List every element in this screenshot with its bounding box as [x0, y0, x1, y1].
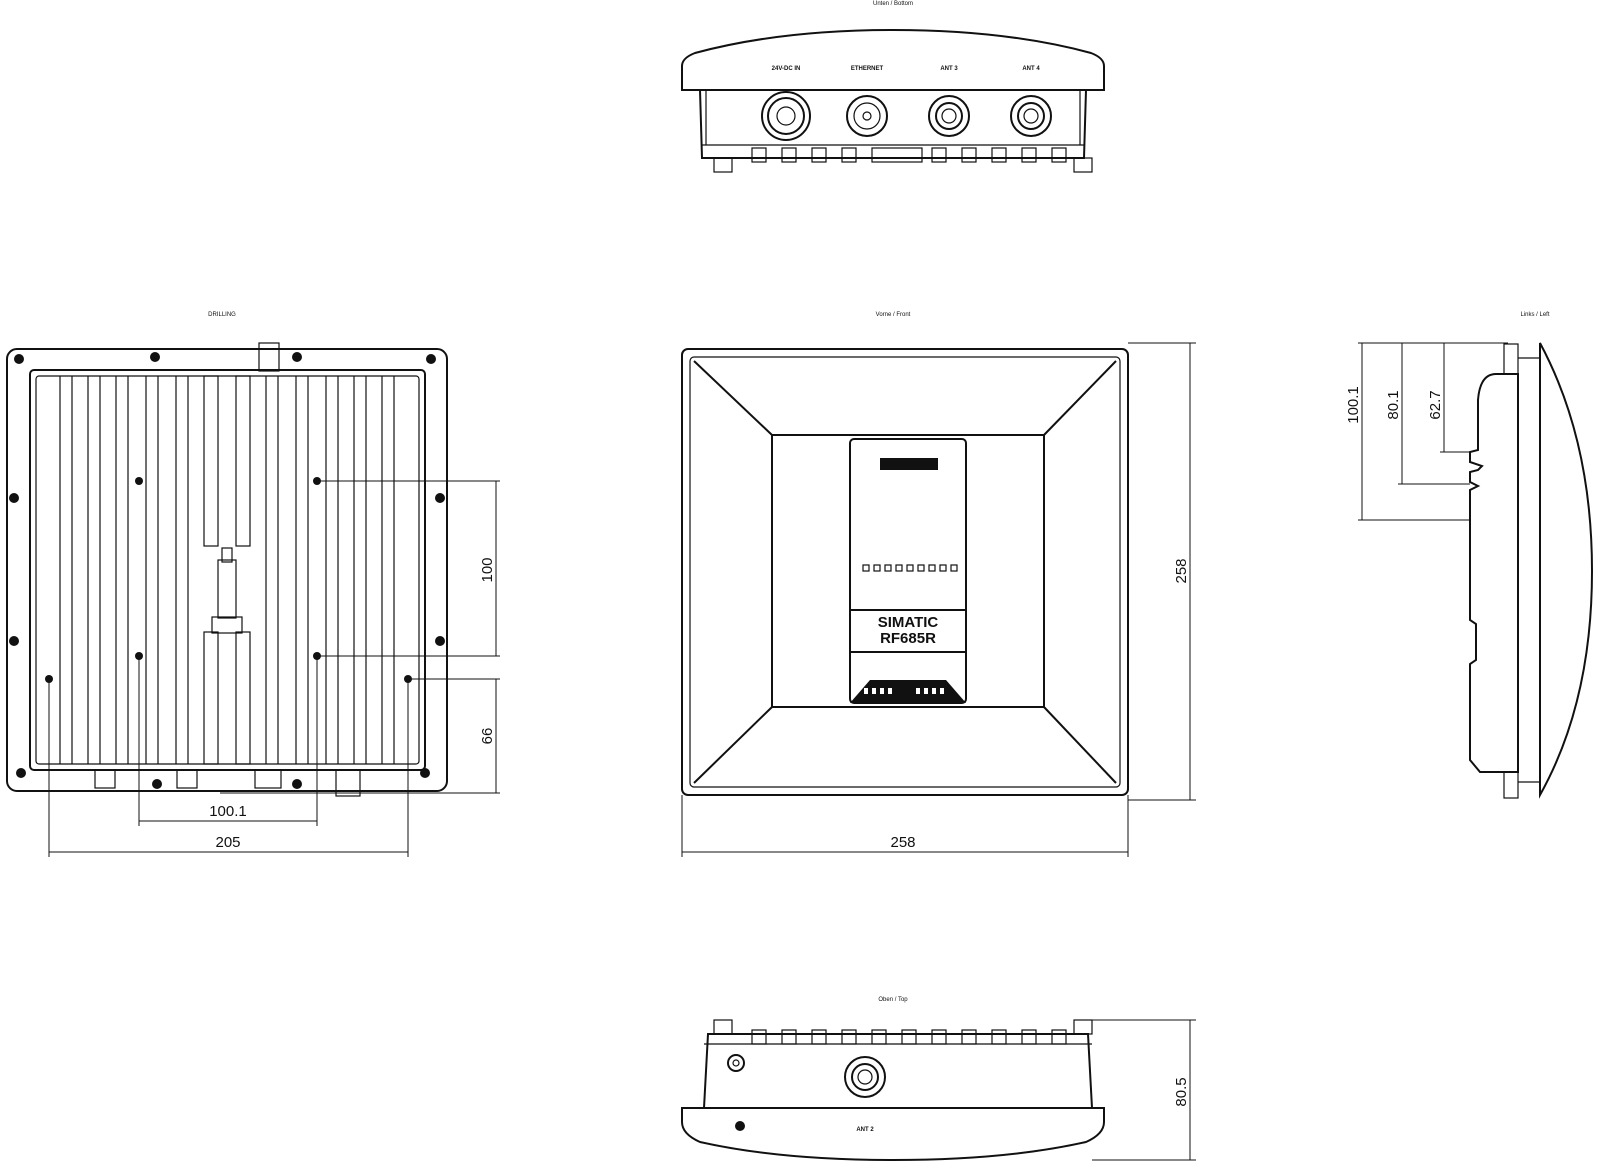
connector-ant2 [844, 1056, 886, 1098]
dim-front-width: 258 [890, 834, 915, 851]
port-label-ant3: ANT 3 [940, 66, 958, 72]
dim-side-a: 100.1 [1345, 386, 1362, 424]
left-view: Links / Left 100.1 80.1 62.7 [1345, 312, 1594, 799]
dim-side-b: 80.1 [1385, 390, 1402, 419]
dim-drill-horizontal-outer: 205 [215, 834, 240, 851]
connector-power [761, 91, 811, 141]
dim-drill-horizontal-inner: 100.1 [209, 803, 247, 820]
connector-ant4 [1010, 95, 1052, 137]
dim-drill-vertical-upper: 100 [479, 557, 496, 582]
drilling-view: DRILLING [6, 312, 500, 857]
connector-ethernet [846, 95, 888, 137]
front-view-title: Vorne / Front [876, 312, 911, 318]
drilling-view-title: DRILLING [208, 312, 236, 318]
port-label-ethernet: ETHERNET [851, 66, 884, 72]
bottom-view: Unten / Bottom 24V-DC IN ETHERNET ANT 3 … [681, 1, 1105, 173]
bottom-view-title: Unten / Bottom [873, 1, 913, 7]
brand-line-2: RF685R [880, 630, 936, 647]
top-view: Oben / Top ANT 2 [681, 997, 1196, 1162]
dim-front-height: 258 [1173, 558, 1190, 583]
front-label-panel: SIMATIC RF685R [849, 438, 967, 704]
port-label-power: 24V-DC IN [772, 66, 801, 72]
connector-ant3 [928, 95, 970, 137]
left-view-title: Links / Left [1520, 312, 1549, 318]
brand-line-1: SIMATIC [878, 614, 939, 631]
front-view: Vorne / Front SIMATIC RF685R [681, 312, 1196, 857]
dim-drill-vertical-lower: 66 [479, 728, 496, 745]
port-label-ant2: ANT 2 [856, 1127, 874, 1133]
dim-top-depth: 80.5 [1173, 1077, 1190, 1106]
port-label-ant4: ANT 4 [1022, 66, 1040, 72]
top-view-title: Oben / Top [878, 997, 908, 1003]
dim-side-c: 62.7 [1427, 390, 1444, 419]
